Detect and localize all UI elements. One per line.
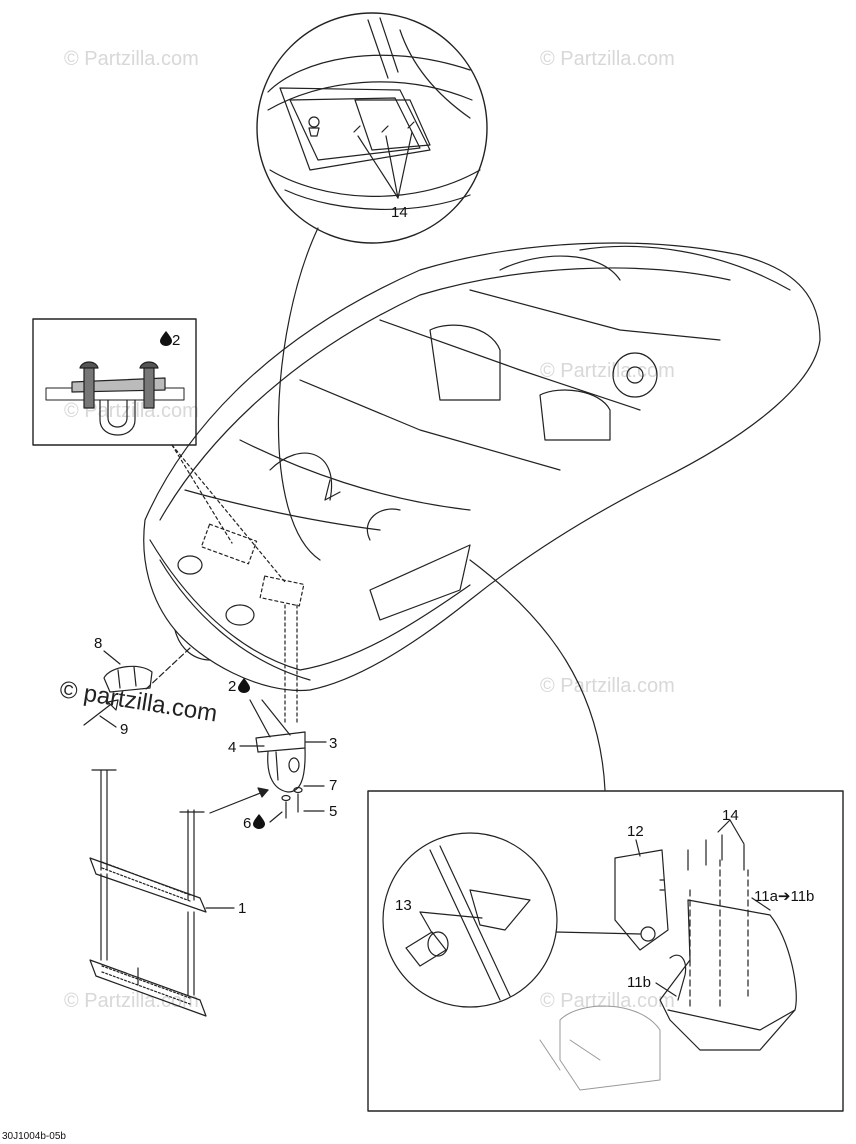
watermark: © Partzilla.com [64, 400, 199, 422]
callout-5: 5 [329, 803, 338, 820]
callout-14: 14 [391, 204, 408, 221]
drop-icons [160, 331, 265, 829]
callout-9: 9 [120, 721, 129, 738]
detail-circle-13 [382, 832, 558, 1008]
part-11-cover [659, 899, 797, 1051]
callout-2: 2 [228, 678, 237, 695]
detail-box-left [32, 318, 197, 446]
watermark: © Partzilla.com [540, 360, 675, 382]
watermark: © Partzilla.com [540, 675, 675, 697]
callout-11b: 11b [627, 974, 651, 991]
watermark: © Partzilla.com [540, 48, 675, 70]
part-3-bracket [255, 731, 306, 793]
part-8-clip [103, 665, 153, 693]
callout-3: 3 [329, 735, 338, 752]
boat-hull [143, 242, 821, 692]
watermark: © Partzilla.com [64, 990, 199, 1012]
callout-11a-11b: 11a➔11b [754, 888, 815, 905]
watermark: © Partzilla.com [64, 48, 199, 70]
callout-4: 4 [228, 739, 237, 756]
callout-6: 6 [243, 815, 252, 832]
oil-drop-icon [238, 678, 250, 693]
callout-7: 7 [329, 777, 338, 794]
ghost-seat [539, 1005, 661, 1091]
watermark: © Partzilla.com [540, 990, 675, 1012]
callout-2: 2 [172, 332, 181, 349]
detail-box-bottom-right [367, 790, 844, 1112]
drawing-code: 30J1004b-05b [2, 1131, 66, 1142]
callout-14: 14 [722, 807, 739, 824]
callout-12: 12 [627, 823, 644, 840]
detail-circle-top [256, 12, 488, 244]
oil-drop-icon [253, 814, 265, 829]
callout-1: 1 [238, 900, 247, 917]
oil-drop-icon [160, 331, 172, 346]
part-12-plate [614, 849, 669, 951]
callout-13: 13 [395, 897, 412, 914]
callout-8: 8 [94, 635, 103, 652]
part-9-pin [83, 699, 119, 726]
part-1-boarding-ladder [89, 769, 207, 1017]
